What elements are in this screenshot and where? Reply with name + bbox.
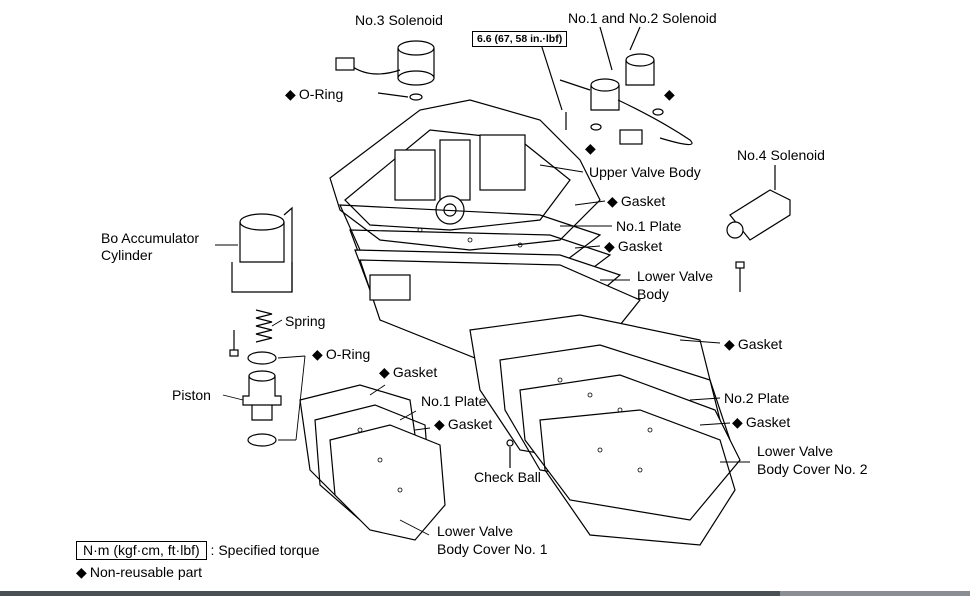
gasket-right-text: Gasket [737,336,783,352]
label-no3-solenoid: No.3 Solenoid [355,12,443,28]
label-lower-cover1-2: Body Cover No. 1 [437,541,548,557]
legend-nonreusable-text: Non-reusable part [89,564,202,580]
label-oring-top: ◆ O-Ring [285,86,343,103]
label-gasket-3: ◆ Gasket [379,364,437,381]
lower-right-plates [469,314,741,546]
gasket-3-text: Gasket [392,364,438,380]
label-gasket-4: ◆ Gasket [434,416,492,433]
legend-torque-box: N·m (kgf·cm, ft·lbf) [76,541,207,560]
nonreusable-diamond-icon: ◆ [607,193,618,209]
check-ball-shape [506,439,514,447]
no3-solenoid-shape [335,40,435,101]
nonreusable-diamond-icon: ◆ [379,364,390,380]
label-check-ball: Check Ball [474,469,541,485]
no1-no2-solenoid-shape [539,26,693,146]
oring-upper-shape [247,351,277,365]
bolt-shape [229,330,239,357]
footer-bar [0,591,970,596]
leader-lines [215,164,750,536]
label-bo-accumulator-2: Cylinder [101,247,153,263]
oring-top-text: O-Ring [298,86,344,102]
oring-solenoid-diamond: ◆ [664,86,675,103]
spring-shape [255,309,273,343]
nonreusable-diamond-icon: ◆ [585,140,596,156]
lower-left-plates [299,384,446,541]
label-lower-cover1-1: Lower Valve [437,523,514,539]
nonreusable-diamond-icon: ◆ [604,238,615,254]
label-upper-valve-body: Upper Valve Body [589,164,701,180]
label-no2-plate: No.2 Plate [724,390,790,406]
nonreusable-diamond-icon: ◆ [434,416,445,432]
label-oring-piston: ◆ O-Ring [312,346,370,363]
gasket-1-text: Gasket [620,193,666,209]
nonreusable-diamond-icon: ◆ [76,564,87,580]
label-bo-accumulator-1: Bo Accumulator [101,230,200,246]
label-lower-cover2-1: Lower Valve [757,443,834,459]
nonreusable-diamond-icon: ◆ [732,414,743,430]
gasket-2-text: Gasket [617,238,663,254]
upper-valve-body-shape [329,99,601,251]
legend-torque: N·m (kgf·cm, ft·lbf) : Specified torque [76,541,320,560]
label-no4-solenoid: No.4 Solenoid [737,147,825,163]
legend-torque-desc: : Specified torque [210,542,320,558]
oring-lower-shape [247,433,277,447]
label-gasket-right: ◆ Gasket [724,336,782,353]
torque-spec-box: 6.6 (67, 58 in.·lbf) [472,31,568,47]
label-piston: Piston [172,387,211,403]
legend-nonreusable: ◆ Non-reusable part [76,564,202,581]
nonreusable-diamond-icon: ◆ [724,336,735,352]
label-lower-cover2-2: Body Cover No. 2 [757,461,868,477]
label-no1-plate-lower: No.1 Plate [421,393,487,409]
label-no1-no2-solenoid: No.1 and No.2 Solenoid [568,10,717,26]
nonreusable-diamond-icon: ◆ [664,86,675,102]
label-lower-valve-body-1: Lower Valve [637,268,714,284]
oring-solenoid-diamond-2: ◆ [585,140,596,157]
no4-solenoid-shape [726,165,791,292]
piston-shape [242,370,282,421]
hole-pattern [357,227,653,493]
gasket-4-text: Gasket [447,416,493,432]
accumulator-cylinder-shape [231,206,293,293]
oring-piston-text: O-Ring [325,346,371,362]
nonreusable-diamond-icon: ◆ [285,86,296,102]
nonreusable-diamond-icon: ◆ [312,346,323,362]
label-gasket-2: ◆ Gasket [604,238,662,255]
label-spring: Spring [285,313,326,329]
label-gasket-1: ◆ Gasket [607,193,665,210]
label-gasket-right-2: ◆ Gasket [732,414,790,431]
label-lower-valve-body-2: Body [637,286,669,302]
label-no1-plate-upper: No.1 Plate [616,218,682,234]
footer-bar-segment [780,591,970,596]
gasket-right-2-text: Gasket [745,414,791,430]
